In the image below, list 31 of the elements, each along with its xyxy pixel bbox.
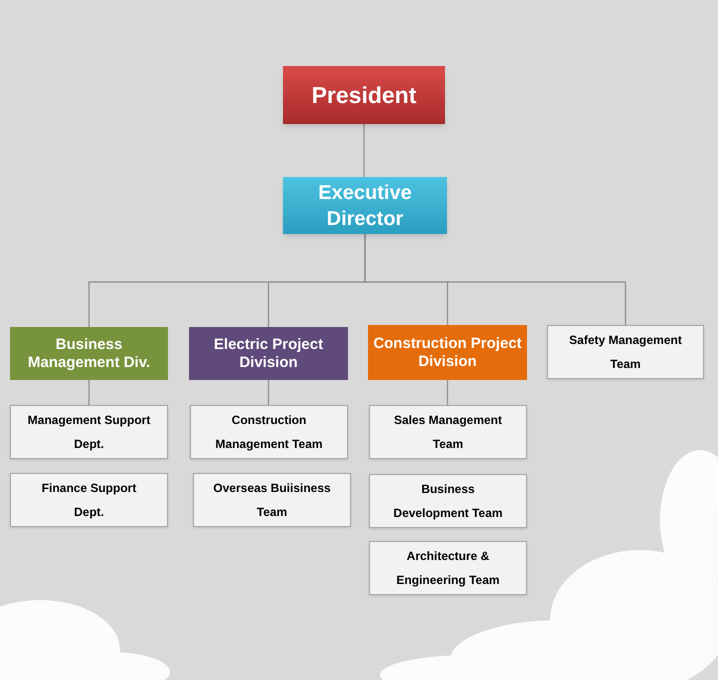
team-box	[369, 541, 527, 595]
box-label: Executive Director	[317, 180, 413, 232]
box-label: President	[312, 80, 416, 110]
team-box	[369, 405, 527, 459]
box-label: Safety Management Team	[568, 332, 683, 373]
connector-line	[364, 234, 626, 325]
division-box	[10, 327, 168, 380]
division-box	[189, 327, 348, 380]
connector-line	[268, 380, 270, 405]
team-box	[190, 405, 348, 459]
box-label: Business Management Div.	[26, 336, 152, 372]
box-label: Finance Support Dept.	[40, 480, 138, 521]
title-box	[283, 177, 447, 234]
box-label: Management Support Dept.	[27, 412, 151, 453]
connector-line	[88, 380, 90, 405]
box-label: Sales Management Team	[392, 412, 504, 453]
team-box	[547, 325, 704, 379]
box-label: Construction Project Division	[372, 334, 523, 370]
title-box	[283, 66, 445, 124]
box-label: Business Development Team	[392, 481, 504, 522]
team-box	[193, 473, 351, 527]
team-box	[10, 405, 168, 459]
box-label: Architecture & Engineering Team	[395, 548, 501, 589]
division-box	[368, 325, 527, 380]
team-box	[369, 474, 527, 528]
team-box	[10, 473, 168, 527]
connector-line	[363, 124, 365, 177]
box-label: Construction Management Team	[214, 412, 324, 453]
box-label: Overseas Buiisiness Team	[212, 480, 332, 521]
box-label: Electric Project Division	[212, 336, 324, 372]
connector-line	[446, 380, 448, 405]
